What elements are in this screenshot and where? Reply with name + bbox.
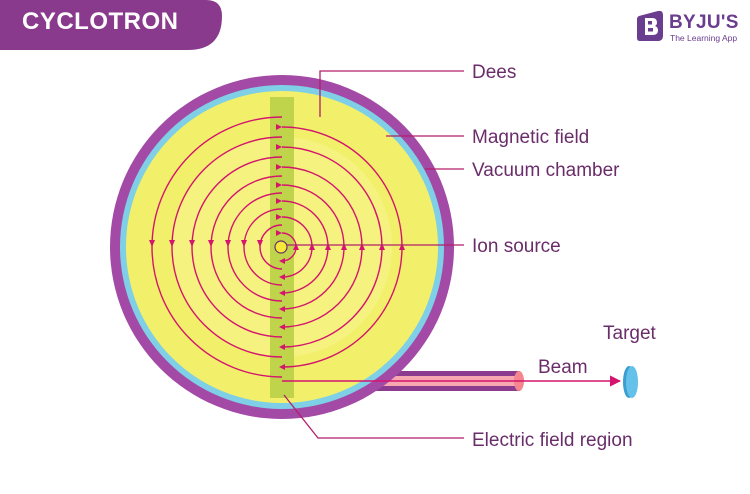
spiral-arc bbox=[281, 216, 313, 278]
gap-arrowhead bbox=[276, 182, 282, 188]
spiral-arc bbox=[210, 175, 283, 319]
gap-arrowhead bbox=[279, 364, 285, 370]
label-vacuum-chamber: Vacuum chamber bbox=[472, 160, 620, 181]
spiral-arc bbox=[151, 116, 283, 378]
gap-arrowhead bbox=[276, 144, 282, 150]
leader-dees bbox=[319, 70, 464, 117]
ion-spiral-path bbox=[149, 116, 405, 378]
vacuum-chamber-ring bbox=[110, 75, 454, 419]
spiral-arrowhead bbox=[208, 240, 214, 247]
gap-arrowhead bbox=[276, 214, 282, 220]
byjus-b-logo-icon bbox=[637, 10, 663, 42]
label-ion-source: Ion source bbox=[472, 236, 561, 257]
spiral-arc bbox=[171, 136, 283, 358]
ion-source-dot bbox=[274, 240, 288, 254]
label-beam: Beam bbox=[538, 357, 588, 378]
gap-arrowhead bbox=[279, 274, 285, 280]
spiral-arc bbox=[191, 156, 283, 338]
leader-lines bbox=[283, 70, 464, 439]
spiral-arc bbox=[243, 208, 283, 286]
gap-arrowhead bbox=[279, 324, 285, 330]
label-magnetic-field: Magnetic field bbox=[472, 127, 589, 148]
spiral-arrowhead bbox=[359, 243, 365, 250]
spiral-arrowhead bbox=[169, 240, 175, 247]
electric-field-gap bbox=[270, 97, 294, 398]
spiral-arrowhead bbox=[257, 240, 263, 247]
spiral-arrowhead bbox=[399, 243, 405, 250]
dees-area bbox=[126, 91, 438, 403]
gap-arrowhead bbox=[279, 344, 285, 350]
spiral-arc bbox=[281, 146, 383, 348]
spiral-arrowhead bbox=[149, 240, 155, 247]
gap-arrowhead bbox=[279, 290, 285, 296]
gap-arrowhead bbox=[276, 164, 282, 170]
spiral-arrowhead bbox=[225, 240, 231, 247]
dees-highlight bbox=[172, 137, 392, 357]
spiral-arrowhead bbox=[325, 243, 331, 250]
spiral-arc bbox=[227, 192, 283, 302]
spiral-arrowhead bbox=[189, 240, 195, 247]
label-electric-field-region: Electric field region bbox=[472, 430, 633, 451]
page-title: CYCLOTRON bbox=[22, 8, 179, 35]
logo-name: BYJU'S bbox=[669, 12, 739, 33]
spiral-arrowhead bbox=[293, 243, 299, 250]
label-target: Target bbox=[603, 323, 657, 344]
spiral-arrowhead bbox=[341, 243, 347, 250]
beam-tube bbox=[352, 371, 524, 391]
gap-arrowhead bbox=[279, 258, 285, 264]
spiral-arrowhead bbox=[379, 243, 385, 250]
logo-tagline: The Learning App bbox=[670, 33, 738, 43]
spiral-arc bbox=[281, 166, 363, 328]
spiral-arc bbox=[259, 224, 283, 270]
spiral-arrowhead bbox=[241, 240, 247, 247]
label-dees: Dees bbox=[472, 62, 516, 83]
spiral-arc bbox=[281, 184, 345, 310]
gap-arrowhead bbox=[276, 198, 282, 204]
title-banner bbox=[0, 0, 222, 50]
brand-logo: BYJU'S The Learning App bbox=[636, 10, 746, 46]
spiral-arrowhead bbox=[309, 243, 315, 250]
gap-arrowhead bbox=[276, 124, 282, 130]
spiral-arc bbox=[281, 126, 403, 368]
spiral-arc bbox=[281, 200, 329, 294]
gap-arrowhead bbox=[279, 306, 285, 312]
leader-electric-field-region bbox=[283, 394, 464, 439]
gap-arrowhead bbox=[276, 230, 282, 236]
magnetic-field-ring bbox=[120, 85, 444, 409]
spiral-arc bbox=[281, 232, 297, 262]
target-disc bbox=[623, 366, 638, 398]
